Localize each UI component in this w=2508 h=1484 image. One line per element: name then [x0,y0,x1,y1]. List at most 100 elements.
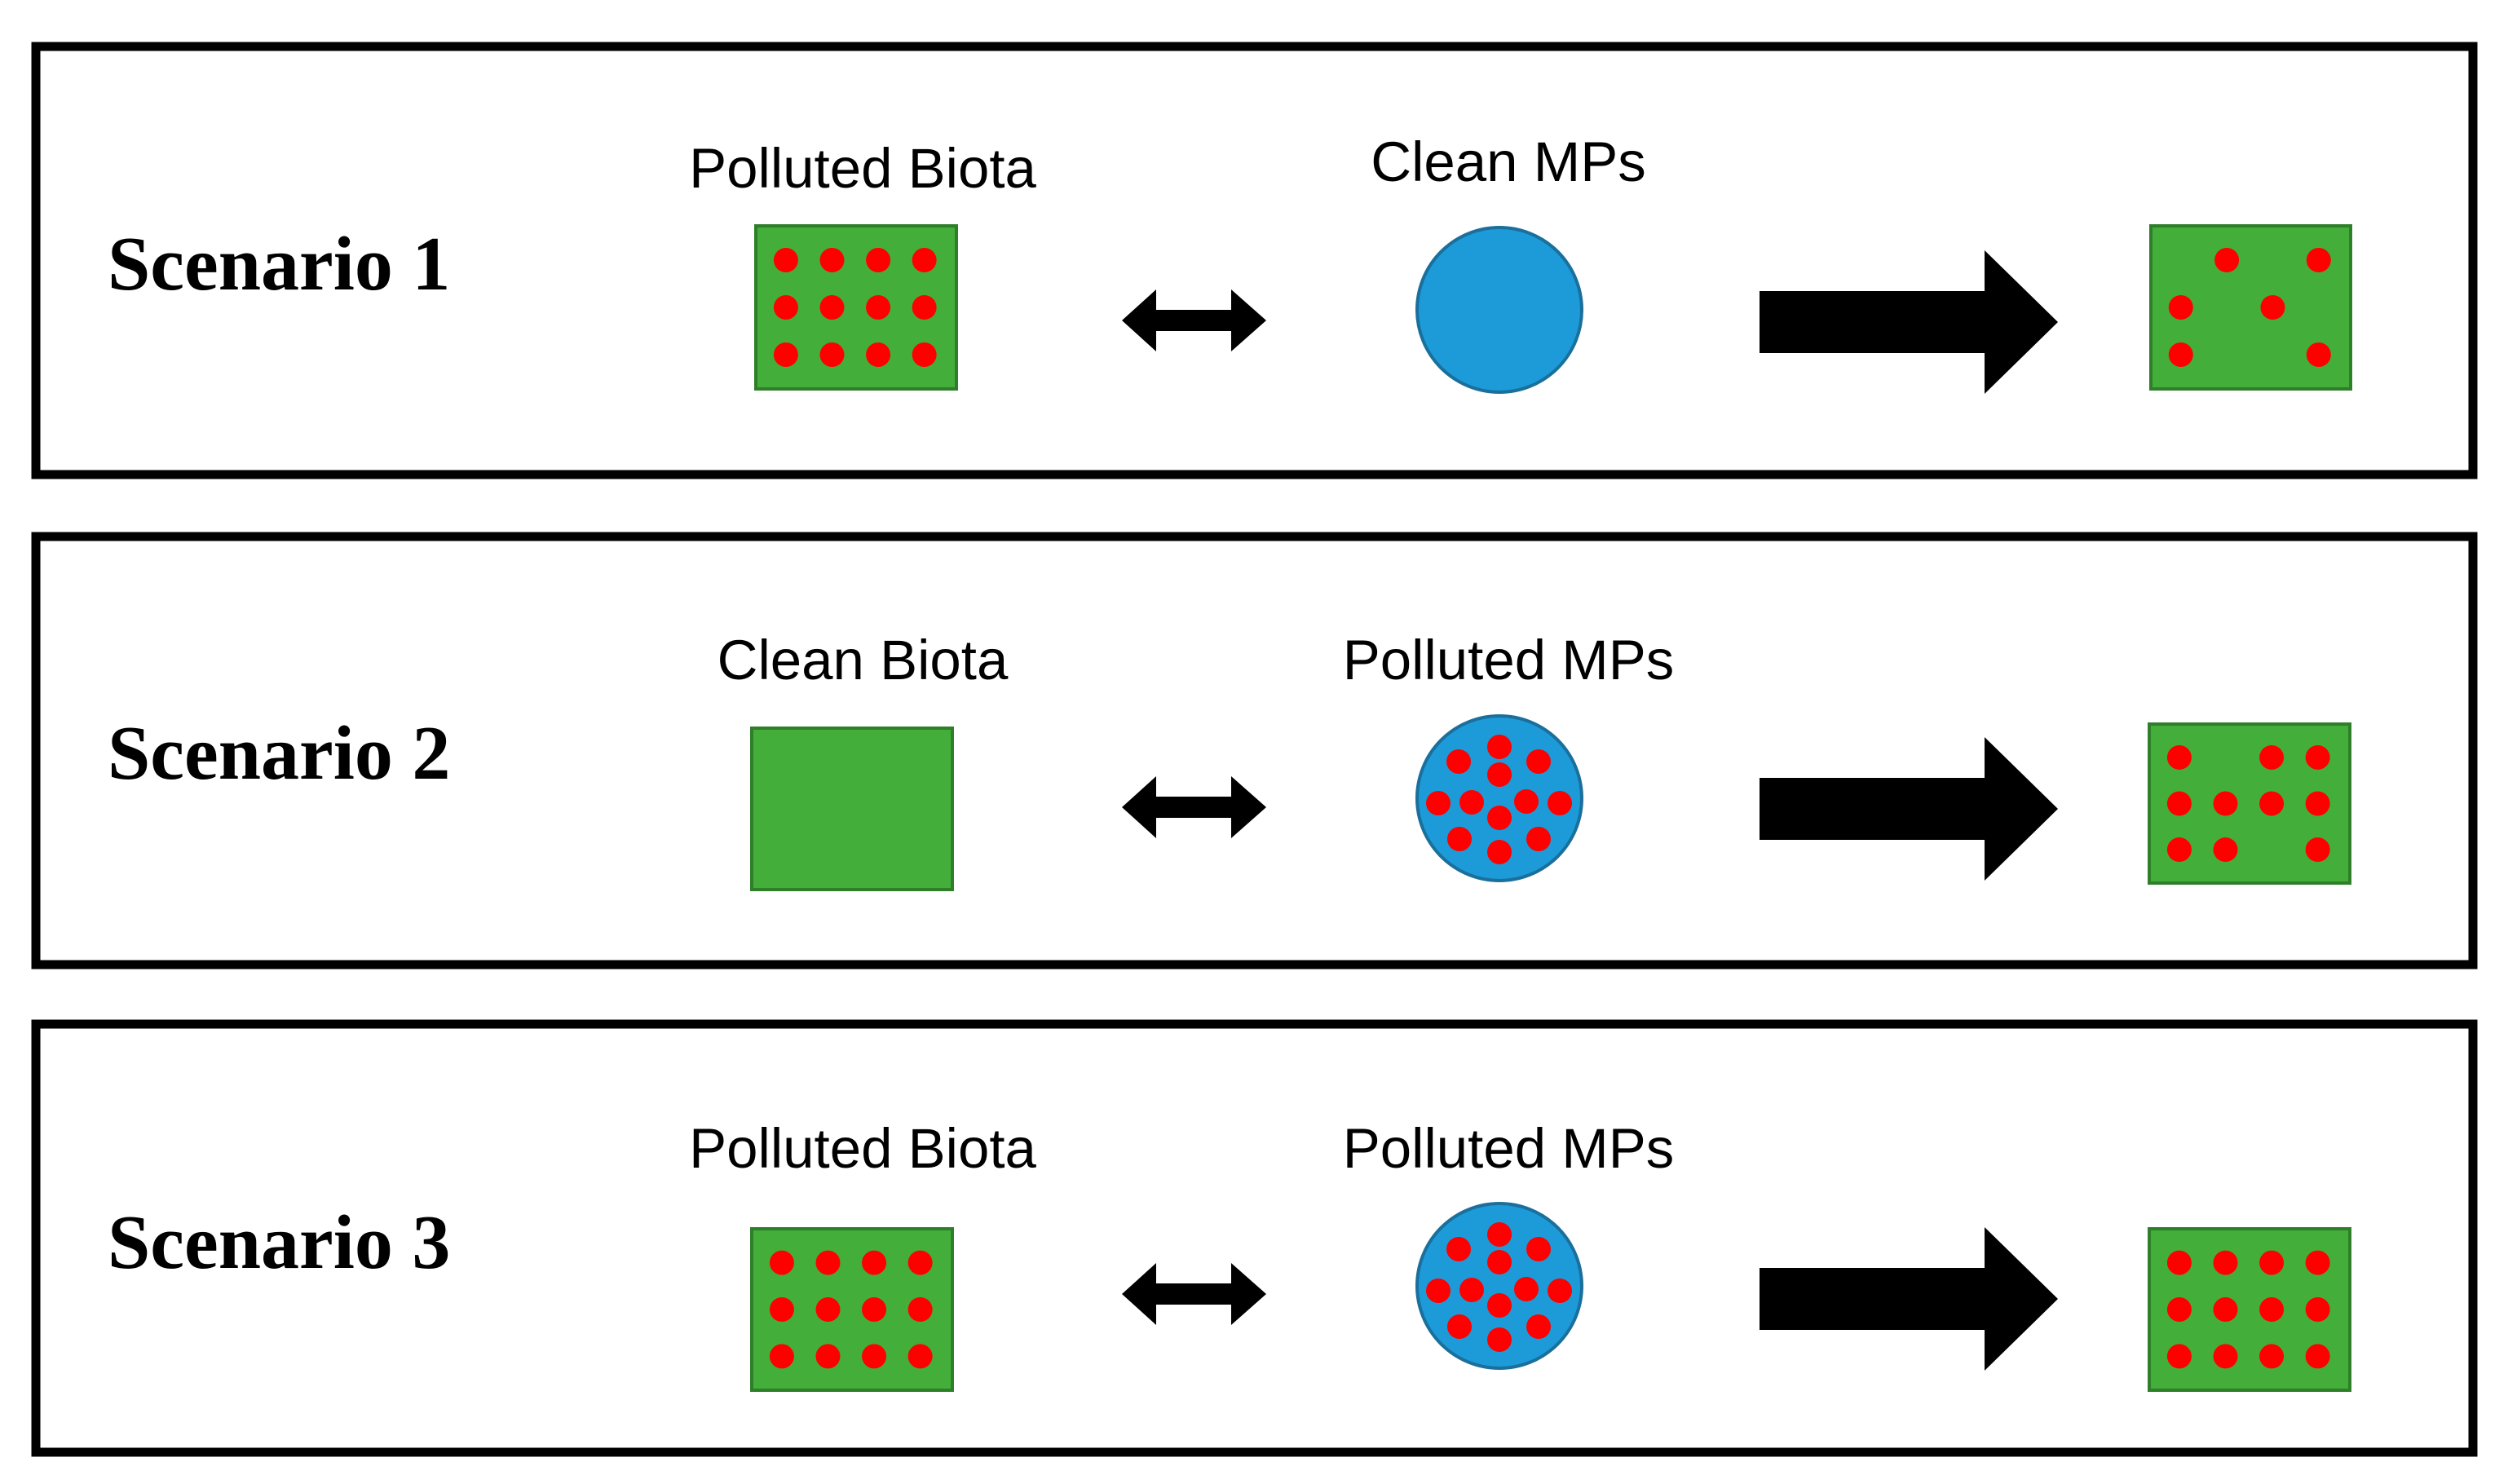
pollutant-dot [2166,791,2192,816]
pollutant-dot [907,1297,933,1322]
pollutant-dot [866,295,891,320]
pollutant-dot [1447,827,1472,851]
pollutant-dots [769,1250,933,1369]
pollutant-dot [1526,1314,1551,1339]
pollutant-dot [2168,295,2193,320]
scenario-panel-2: Scenario 2 Clean Biota Polluted MPs [31,532,2478,969]
pollutant-dot [1459,1278,1484,1302]
scenario-panel-1: Scenario 1 Polluted Biota Clean MPs [31,42,2478,479]
pollutant-dot [866,342,891,367]
pollutant-dot [2305,744,2330,770]
pollutant-dot [1548,791,1572,815]
pollutant-dots [2166,744,2330,863]
pollutant-dot [2305,1297,2330,1322]
pollutant-dot [2305,1344,2330,1369]
pollutant-dot [2213,1250,2238,1275]
pollutant-dots [773,248,937,367]
pollutant-dot [862,1297,887,1322]
right-arrow-icon [1760,737,2058,881]
scenario-title: Scenario 1 [108,222,450,307]
pollutant-dot [1447,1314,1472,1339]
pollutant-dot [2260,295,2285,320]
pollutant-dot [2306,342,2331,367]
biota-box [750,727,954,891]
pollutant-dot [815,1250,841,1275]
scenario-panel-3: Scenario 3 Polluted Biota Polluted MPs [31,1019,2478,1457]
pollutant-dot [819,248,845,272]
pollutant-dot [2213,1344,2238,1369]
pollutant-dot [1487,1327,1512,1352]
pollutant-dots [2166,1250,2330,1369]
scenario-title: Scenario 2 [108,711,450,796]
double-headed-arrow-icon [1122,1263,1266,1325]
pollutant-dot [866,248,891,272]
pollutant-dot [819,295,845,320]
pollutant-dot [2213,791,2238,816]
pollutant-dot [2166,1344,2192,1369]
pollutant-dot [1487,735,1512,759]
pollutant-dot [1459,790,1484,815]
pollutant-dot [2213,837,2238,863]
scenario-frame [31,1019,2478,1457]
pollutant-dot [2259,1297,2285,1322]
pollutant-dot [2166,1250,2192,1275]
mps-label: Polluted MPs [1343,1117,1675,1180]
scenario-frame [31,532,2478,969]
pollutant-dot [1487,762,1512,787]
pollutant-dot [1487,806,1512,830]
right-arrow-icon [1760,1227,2058,1371]
pollutant-dot [2166,744,2192,770]
pollutant-dot [1487,1293,1512,1318]
pollutant-dot [2306,248,2331,272]
pollutant-dot [773,248,798,272]
pollutant-dot [819,342,845,367]
pollutant-dot [2166,837,2192,863]
pollutant-dot [769,1344,794,1369]
pollutant-dot [907,1344,933,1369]
pollutant-dot [773,295,798,320]
pollutant-dot [2214,248,2240,272]
pollutant-dot [2259,744,2285,770]
pollutant-dot [2259,1344,2285,1369]
pollutant-dot [1487,1222,1512,1247]
pollutant-dot [912,342,937,367]
pollutant-dots [2168,248,2331,367]
pollutant-dot [1426,791,1450,815]
pollutant-dot [769,1297,794,1322]
pollutant-dot [912,295,937,320]
pollutant-dot [862,1250,887,1275]
double-headed-arrow-icon [1122,289,1266,351]
pollutant-dot [1526,749,1551,774]
pollutant-dot [1487,840,1512,864]
pollutant-dot [2259,1250,2285,1275]
pollutant-dot [2168,342,2193,367]
biota-label: Polluted Biota [689,1117,1036,1180]
pollutant-dot [815,1344,841,1369]
microplastic-circle [1415,226,1583,394]
pollutant-dot [1514,1277,1539,1301]
pollutant-dot [2305,1250,2330,1275]
pollutant-dots [1426,735,1572,864]
scenario-title: Scenario 3 [108,1200,450,1285]
pollutant-dot [1548,1279,1572,1303]
pollutant-dot [912,248,937,272]
pollutant-dot [2305,791,2330,816]
biota-label: Clean Biota [718,629,1009,691]
pollutant-dot [769,1250,794,1275]
pollutant-dot [2213,1297,2238,1322]
right-arrow-icon [1760,250,2058,394]
pollutant-dots [1426,1222,1572,1352]
pollutant-dot [862,1344,887,1369]
pollutant-dot [773,342,798,367]
pollutant-dot [815,1297,841,1322]
pollutant-dot [2305,837,2330,863]
biota-label: Polluted Biota [689,137,1036,200]
pollutant-dot [1514,789,1539,814]
pollutant-dot [907,1250,933,1275]
mps-label: Polluted MPs [1343,629,1675,691]
mps-label: Clean MPs [1371,130,1645,193]
double-headed-arrow-icon [1122,776,1266,838]
pollutant-dot [1526,1237,1551,1261]
pollutant-dot [1446,749,1471,774]
